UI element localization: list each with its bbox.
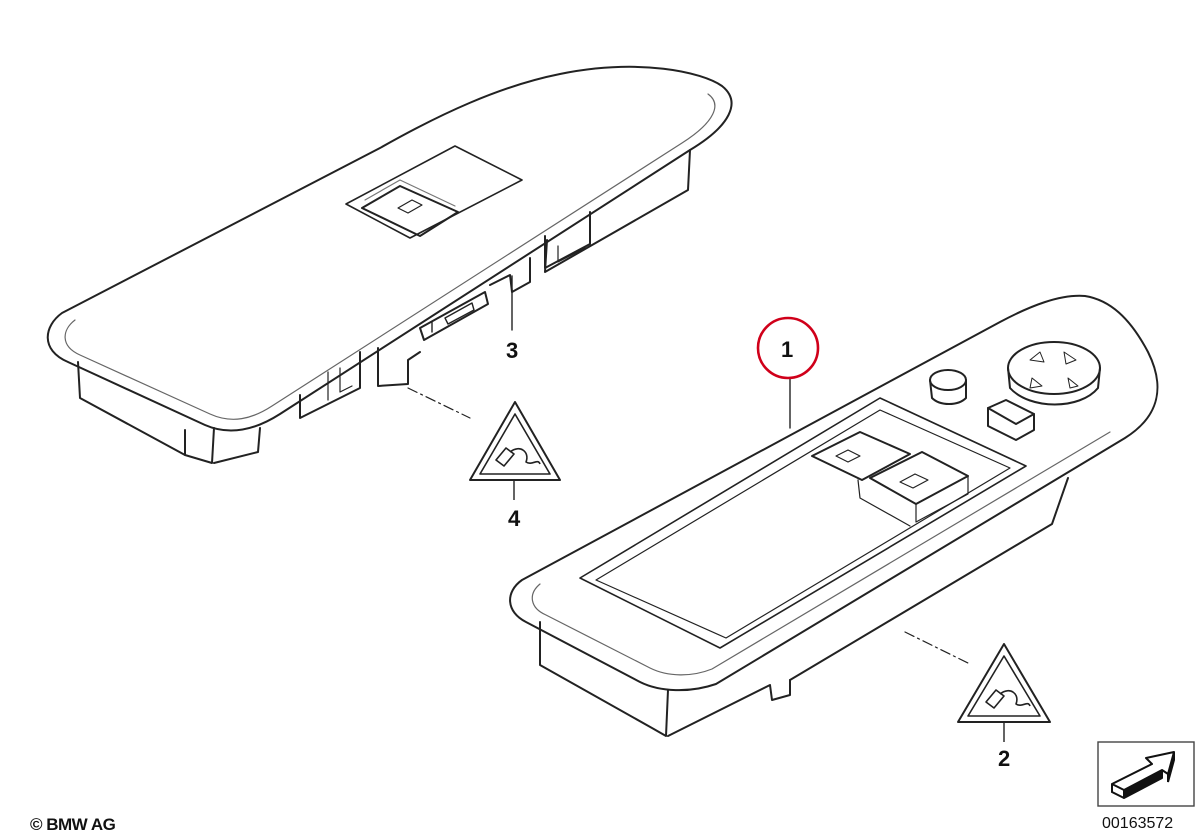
part-1-driver-switch-panel	[509, 294, 1159, 737]
highlight-circle	[756, 316, 820, 380]
part-3-switch-panel	[46, 65, 733, 464]
copyright-text: © BMW AG	[30, 815, 116, 834]
callout-1: 1	[781, 337, 793, 362]
diagram-id: 00163572	[1102, 815, 1174, 832]
warning-triangle-connector-icon	[469, 401, 561, 500]
navigation-arrow-icon[interactable]	[1097, 741, 1195, 807]
callout-3: 3	[506, 338, 518, 363]
warning-triangle-connector-icon	[957, 643, 1051, 742]
callout-4: 4	[508, 506, 521, 531]
callout-2: 2	[998, 746, 1010, 771]
